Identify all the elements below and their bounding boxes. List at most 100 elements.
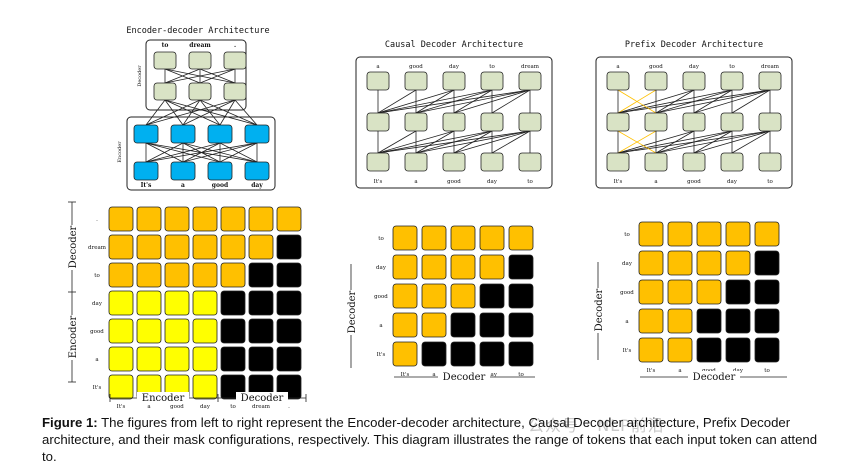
prefix-output-token: dream [761, 64, 780, 70]
decoder-connection [199, 68, 236, 84]
encdec-mask-cell [108, 234, 134, 260]
causal-row-label: to [378, 236, 384, 242]
causal-mask-cell [392, 254, 418, 280]
decoder-box-label: Decoder [137, 65, 143, 87]
causal-row-label: day [376, 265, 387, 271]
prefix-mask-cell [754, 308, 780, 334]
causal-col-label: a [432, 372, 436, 378]
cross-connection [145, 99, 236, 126]
encdec-mask-cell [164, 206, 190, 232]
causal-node [480, 71, 504, 91]
causal-mask-cell [479, 283, 505, 309]
prefix-mask-cell [667, 337, 693, 363]
prefix-input-token: good [687, 179, 701, 185]
prefix-output-token: day [689, 64, 700, 70]
encdec-mask-cell [220, 346, 246, 372]
encdec-mask-cell [136, 234, 162, 260]
encdec-mask-cell [192, 234, 218, 260]
causal-output-token: to [489, 64, 495, 70]
causal-mask-cell [392, 341, 418, 367]
causal-mask-cell [450, 254, 476, 280]
prefix-mask-cell [696, 337, 722, 363]
cross-connection [164, 99, 184, 126]
encdec-row-label: . [96, 217, 98, 223]
prefix-node [720, 112, 744, 132]
prefix-node [682, 152, 706, 172]
encoder-top-node [244, 124, 270, 144]
causal-mask-cell [421, 341, 447, 367]
prefix-mask-cell [667, 279, 693, 305]
encdec-mask-cell [136, 290, 162, 316]
prefix-axis-gap [593, 288, 603, 333]
decoder-top-node [188, 51, 212, 70]
encdec-mask-cell [220, 318, 246, 344]
encoder-box [126, 116, 276, 191]
causal-connection [491, 130, 531, 154]
prefix-mask-cell [725, 279, 751, 305]
causal-mask-cell [450, 341, 476, 367]
encdec-output-token: to [162, 42, 169, 49]
decoder-box [145, 39, 247, 111]
decoder-connection [164, 68, 236, 84]
causal-node [518, 112, 542, 132]
causal-mask-cell [479, 341, 505, 367]
encdec-mask-cell [192, 206, 218, 232]
encdec-mask-cell [164, 318, 190, 344]
figure-diagram: Encoder-decoder ArchitectureDecoderEncod… [67, 26, 793, 410]
causal-node [404, 71, 428, 91]
cross-connection [182, 99, 201, 126]
causal-mask-cell [479, 312, 505, 338]
encoder-bottom-node [207, 161, 233, 181]
prefix-output-token: good [649, 64, 663, 70]
encdec-col-label: day [200, 404, 211, 410]
prefix-node [644, 152, 668, 172]
prefix-connection [655, 89, 695, 114]
causal-output-token: a [376, 64, 380, 70]
encoder-input-token: day [251, 182, 263, 189]
causal-input-token: to [527, 179, 533, 185]
prefix-mask-cell [754, 250, 780, 276]
causal-node [442, 152, 466, 172]
prefix-mask-cell [754, 221, 780, 247]
encdec-row-label: It's [93, 385, 102, 391]
prefix-row-label: It's [623, 348, 632, 354]
causal-output-token: day [449, 64, 460, 70]
prefix-mask-cell [638, 308, 664, 334]
prefix-row-label: a [625, 319, 629, 325]
cross-connection [219, 99, 236, 126]
causal-row-label: It's [377, 352, 386, 358]
prefix-mask-cell [754, 337, 780, 363]
encdec-mask-cell [220, 290, 246, 316]
prefix-mask-cell [725, 250, 751, 276]
causal-mask-cell [508, 312, 534, 338]
encdec-mask-cell [136, 262, 162, 288]
prefix-col-label: It's [647, 368, 656, 374]
prefix-title: Prefix Decoder Architecture [625, 40, 763, 50]
encoder-top-node [133, 124, 159, 144]
causal-node [480, 152, 504, 172]
encdec-col-label: . [288, 404, 290, 410]
encdec-decoder-axis-text: Decoder [68, 225, 79, 268]
causal-node [518, 71, 542, 91]
prefix-row-label: to [624, 232, 630, 238]
prefix-col-label: to [764, 368, 770, 374]
encdec-mask-cell [108, 374, 134, 400]
prefix-connection [655, 130, 695, 154]
encdec-mask-cell [248, 318, 274, 344]
encdec-mask-cell [136, 346, 162, 372]
prefix-mask-cell [638, 250, 664, 276]
prefix-node [682, 112, 706, 132]
causal-mask-cell [508, 225, 534, 251]
encdec-mask-cell [192, 262, 218, 288]
prefix-mask-cell [696, 250, 722, 276]
prefix-mask-cell [667, 308, 693, 334]
causal-mask-cell [421, 312, 447, 338]
encdec-mask-cell [276, 290, 302, 316]
prefix-input-token: It's [614, 179, 623, 185]
causal-mask-cell [450, 312, 476, 338]
prefix-connection [731, 130, 771, 154]
prefix-horizontal-axis-label: Decoder [693, 372, 736, 383]
prefix-row-label: day [622, 261, 633, 267]
prefix-mask-cell [725, 337, 751, 363]
encdec-col-label: It's [117, 404, 126, 410]
